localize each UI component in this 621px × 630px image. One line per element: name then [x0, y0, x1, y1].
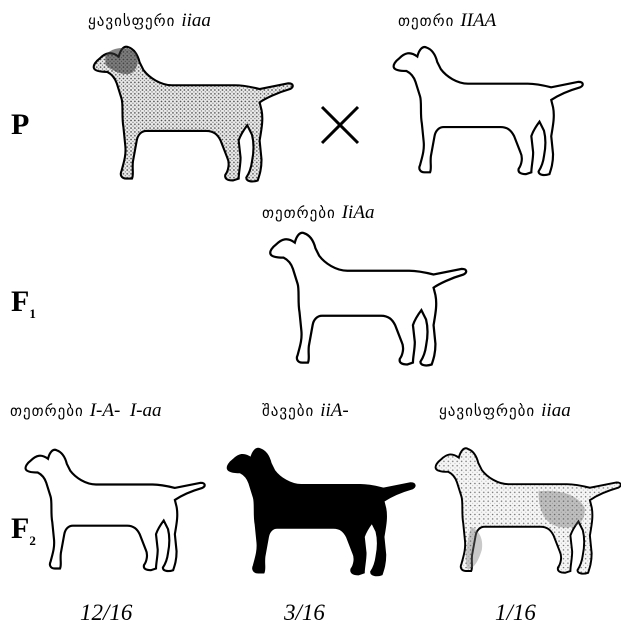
- f2-brown-ratio: 1/16: [495, 600, 536, 626]
- f2-brown-dog: [434, 434, 620, 584]
- parent-white-genotype: IIAA: [460, 10, 496, 31]
- f1-genotype: IiAa: [342, 202, 375, 223]
- parent-brown-label: ყავისფერი iiaa: [88, 10, 211, 32]
- f2-black-name: შავები: [262, 402, 314, 420]
- f2-brown-label: ყავისფრები iiaa: [439, 400, 571, 422]
- f1-white-dog: [267, 222, 467, 372]
- cross-icon: [318, 103, 362, 147]
- f2-black-label: შავები iiA-: [262, 400, 349, 422]
- parent-white-label: თეთრი IIAA: [398, 10, 496, 32]
- f2-black-genotype: iiA-: [320, 400, 349, 421]
- f2-black-ratio: 3/16: [284, 600, 325, 626]
- f2-brown-genotype: iiaa: [541, 400, 571, 421]
- f2-white-dog: [24, 436, 204, 581]
- parent-brown-genotype: iiaa: [181, 10, 211, 31]
- parent-white-name: თეთრი: [398, 12, 454, 30]
- f2-white-genotype: I-A- I-aa: [90, 400, 162, 421]
- f2-white-name: თეთრები: [10, 402, 84, 420]
- parent-brown-name: ყავისფერი: [88, 12, 175, 30]
- generation-label-f1: F1: [11, 285, 36, 322]
- parent-brown-dog: [92, 30, 292, 190]
- f2-white-ratio: 12/16: [80, 600, 132, 626]
- generation-label-p: P: [11, 108, 29, 142]
- f1-name: თეთრები: [262, 204, 336, 222]
- parent-white-dog: [392, 34, 582, 184]
- f2-brown-name: ყავისფრები: [439, 402, 535, 420]
- f2-white-label: თეთრები I-A- I-aa: [10, 400, 161, 422]
- f1-label: თეთრები IiAa: [262, 202, 374, 224]
- f2-black-dog: [226, 436, 414, 584]
